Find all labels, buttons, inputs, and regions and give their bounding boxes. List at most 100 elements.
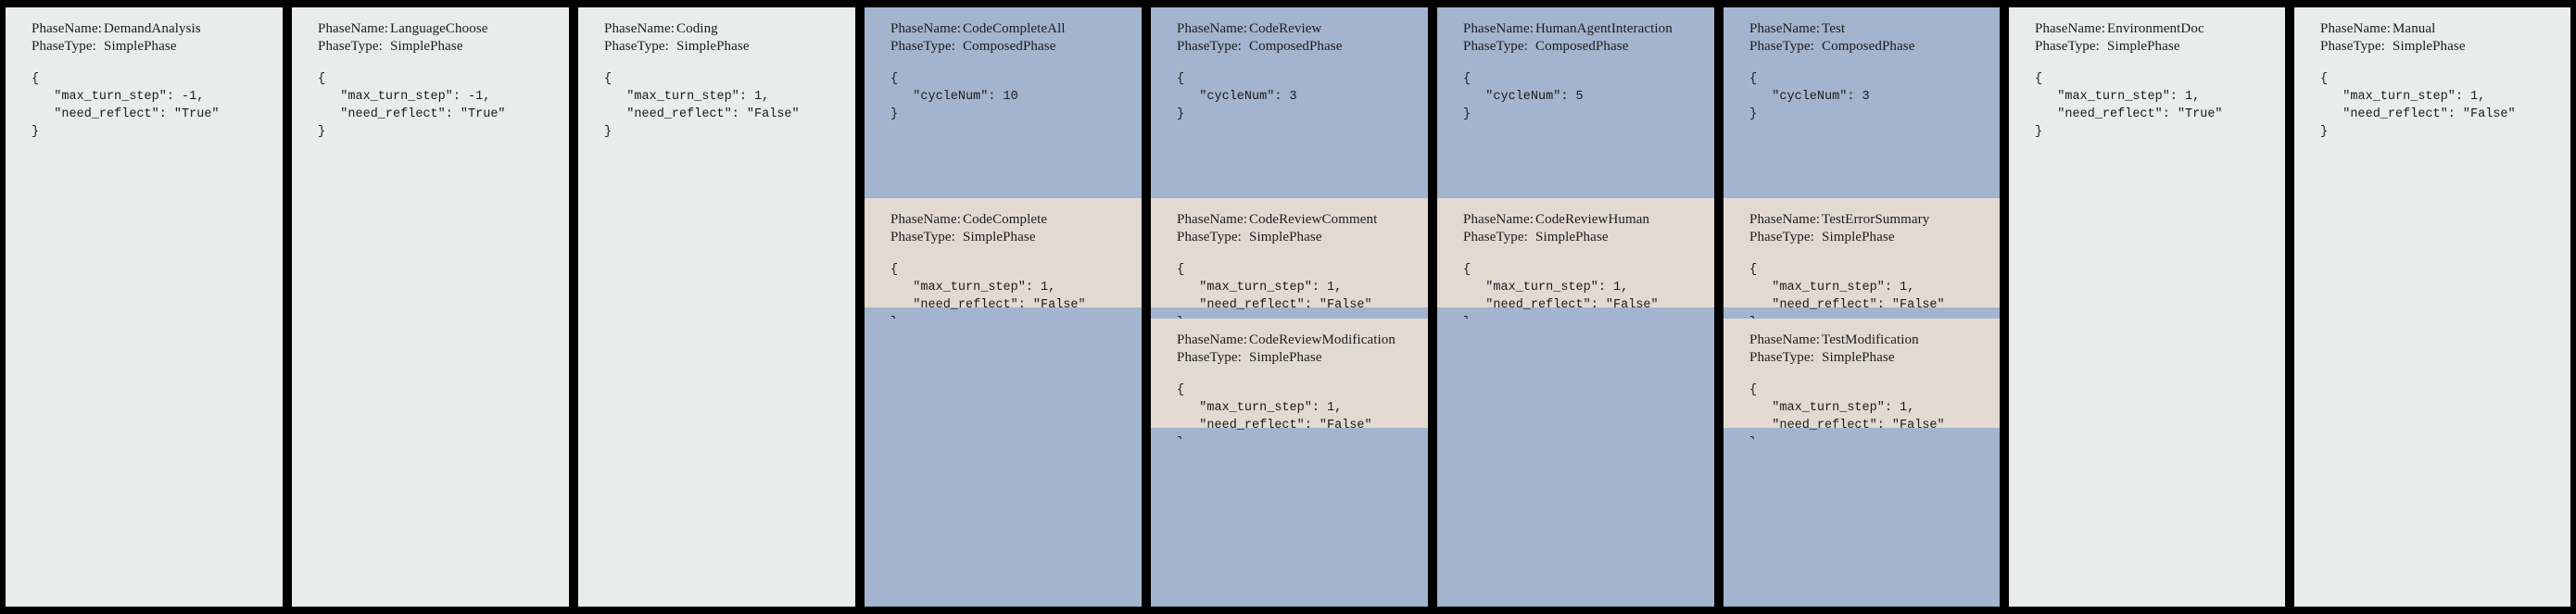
phase-type-value: SimplePhase: [2107, 39, 2180, 54]
phase-name-label: PhaseName:: [2035, 21, 2105, 36]
phase-name-value: Test: [1822, 21, 1846, 36]
phase-name-row: PhaseName:CodeReviewModification: [1177, 332, 1428, 349]
column-separator: [283, 0, 292, 614]
phase-config-json: { "max_turn_step": 1, "need_reflect": "T…: [2035, 72, 2223, 139]
column-separator: [569, 0, 578, 614]
phase-name-label: PhaseName:: [1463, 21, 1534, 36]
phase-type-label: PhaseType:: [1749, 350, 1814, 365]
phase-name-label: PhaseName:: [890, 21, 961, 36]
phase-name-value: CodeReview: [1249, 21, 1322, 36]
phase-name-value: TestErrorSummary: [1822, 212, 1930, 227]
column-separator: [2000, 0, 2009, 614]
composed-phase-filler: [1437, 319, 1714, 607]
phase-name-row: PhaseName:CodeReviewComment: [1177, 211, 1428, 229]
phase-type-label: PhaseType:: [1749, 39, 1814, 54]
phase-type-label: PhaseType:: [604, 39, 669, 54]
phase-name-row: PhaseName:LanguageChoose: [318, 20, 569, 38]
phase-name-row: PhaseName:EnvironmentDoc: [2035, 20, 2285, 38]
phase-config-json: { "max_turn_step": 1, "need_reflect": "F…: [1177, 383, 1372, 450]
phase-name-row: PhaseName:CodeReview: [1177, 20, 1428, 38]
phase-type-row: PhaseType: ComposedPhase: [1749, 38, 2000, 56]
phase-type-label: PhaseType:: [32, 39, 96, 54]
phase-name-label: PhaseName:: [1177, 212, 1247, 227]
composed-phase-filler: [1151, 439, 1428, 607]
column-separator: [0, 0, 6, 614]
column-separator: [2570, 0, 2576, 614]
phase-name-value: HumanAgentInteraction: [1535, 21, 1673, 36]
phase-type-label: PhaseType:: [890, 230, 955, 244]
phase-config-json: { "cycleNum": 5 }: [1463, 72, 1584, 121]
phase-type-row: PhaseType:SimplePhase: [1177, 229, 1428, 246]
phase-name-label: PhaseName:: [1177, 21, 1247, 36]
phase-name-row: PhaseName:CodeComplete: [890, 211, 1142, 229]
phase-name-label: PhaseName:: [32, 21, 102, 36]
composed-phase-filler: [1724, 439, 2000, 607]
phase-type-value: SimplePhase: [104, 39, 177, 54]
phase-name-value: Coding: [676, 21, 718, 36]
column-separator: [1714, 0, 1724, 614]
phase-name-value: DemandAnalysis: [104, 21, 201, 36]
phase-type-value: SimplePhase: [390, 39, 463, 54]
phase-config-json: { "max_turn_step": 1, "need_reflect": "F…: [890, 263, 1086, 330]
phase-name-label: PhaseName:: [318, 21, 388, 36]
phase-type-row: PhaseType:SimplePhase: [890, 229, 1142, 246]
phase-type-row: PhaseType:SimplePhase: [1177, 349, 1428, 367]
phase-config-json: { "max_turn_step": 1, "need_reflect": "F…: [604, 72, 800, 139]
composed-phase-filler: [865, 319, 1142, 607]
phase-type-label: PhaseType:: [1463, 39, 1528, 54]
phase-type-value: ComposedPhase: [1822, 39, 1915, 54]
phase-type-value: ComposedPhase: [1535, 39, 1629, 54]
phase-type-label: PhaseType:: [318, 39, 383, 54]
phase-config-json: { "cycleNum": 3 }: [1749, 72, 1870, 121]
phase-config-json: { "cycleNum": 3 }: [1177, 72, 1297, 121]
phase-name-label: PhaseName:: [1749, 332, 1820, 347]
phase-type-label: PhaseType:: [1177, 39, 1242, 54]
phase-type-value: SimplePhase: [2393, 39, 2466, 54]
phase-type-value: SimplePhase: [1249, 230, 1322, 244]
phase-name-row: PhaseName:DemandAnalysis: [32, 20, 283, 38]
